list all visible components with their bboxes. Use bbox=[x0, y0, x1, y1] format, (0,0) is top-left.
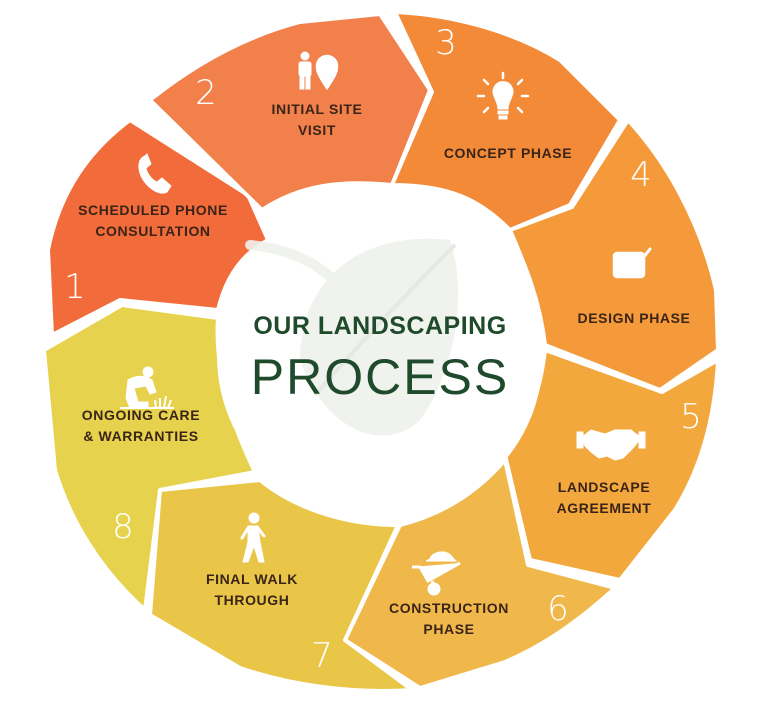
phone-icon bbox=[138, 153, 172, 194]
step-5-label: LANDSCAPE AGREEMENT bbox=[557, 479, 652, 516]
step-6-label-line: CONSTRUCTION bbox=[389, 600, 509, 616]
wheelbarrow-icon bbox=[412, 551, 461, 596]
segment-step-1 bbox=[46, 118, 270, 337]
walking-person-icon bbox=[240, 512, 266, 563]
wheel-segments bbox=[42, 10, 720, 693]
step-2-label-line: INITIAL SITE bbox=[272, 101, 363, 117]
step-5-label-line: AGREEMENT bbox=[557, 500, 652, 516]
step-8-label-line: & WARRANTIES bbox=[83, 428, 198, 444]
gardener-kneeling-icon bbox=[120, 366, 174, 409]
step-7-label-line: FINAL WALK bbox=[206, 571, 298, 587]
step-1-label: SCHEDULED PHONE CONSULTATION bbox=[78, 202, 228, 239]
step-7-label: FINAL WALK THROUGH bbox=[206, 571, 298, 608]
step-8-number: 8 bbox=[112, 507, 134, 547]
step-7-number: 7 bbox=[311, 636, 333, 676]
step-3-number: 3 bbox=[435, 23, 457, 63]
step-5-label-line: LANDSCAPE bbox=[558, 479, 651, 495]
lightbulb-icon bbox=[476, 71, 530, 120]
step-6-label-line: PHASE bbox=[423, 621, 474, 637]
step-2-label-line: VISIT bbox=[298, 122, 336, 138]
step-8-label-line: ONGOING CARE bbox=[82, 407, 200, 423]
step-4-label: DESIGN PHASE bbox=[578, 310, 691, 326]
step-4-number: 4 bbox=[630, 155, 652, 195]
step-2-number: 2 bbox=[195, 73, 217, 113]
step-6-number: 6 bbox=[547, 589, 569, 629]
step-3-label: CONCEPT PHASE bbox=[444, 145, 572, 161]
center-hub: OUR LANDSCAPING PROCESS bbox=[217, 193, 543, 519]
step-1-label-line: SCHEDULED PHONE bbox=[78, 202, 228, 218]
step-4-label-line: DESIGN PHASE bbox=[578, 310, 691, 326]
site-visit-person-pin-icon bbox=[298, 51, 339, 91]
leaf-watermark bbox=[245, 238, 459, 436]
handshake-icon bbox=[576, 429, 646, 461]
title-line-2: PROCESS bbox=[251, 349, 510, 405]
step-7-label-line: THROUGH bbox=[215, 592, 290, 608]
tablet-stylus-icon bbox=[612, 247, 652, 279]
step-1-number: 1 bbox=[64, 267, 86, 307]
segment-step-2 bbox=[148, 12, 432, 212]
step-8-label: ONGOING CARE & WARRANTIES bbox=[82, 407, 200, 444]
segment-step-3 bbox=[390, 10, 622, 232]
step-1-label-line: CONSULTATION bbox=[95, 223, 210, 239]
title-line-1: OUR LANDSCAPING bbox=[253, 312, 506, 340]
step-3-label-line: CONCEPT PHASE bbox=[444, 145, 572, 161]
step-2-label: INITIAL SITE VISIT bbox=[272, 101, 363, 138]
step-6-label: CONSTRUCTION PHASE bbox=[389, 600, 509, 637]
step-5-number: 5 bbox=[680, 397, 702, 437]
segment-labels: SCHEDULED PHONE CONSULTATION 1 INITIAL SITE… bbox=[64, 23, 702, 676]
